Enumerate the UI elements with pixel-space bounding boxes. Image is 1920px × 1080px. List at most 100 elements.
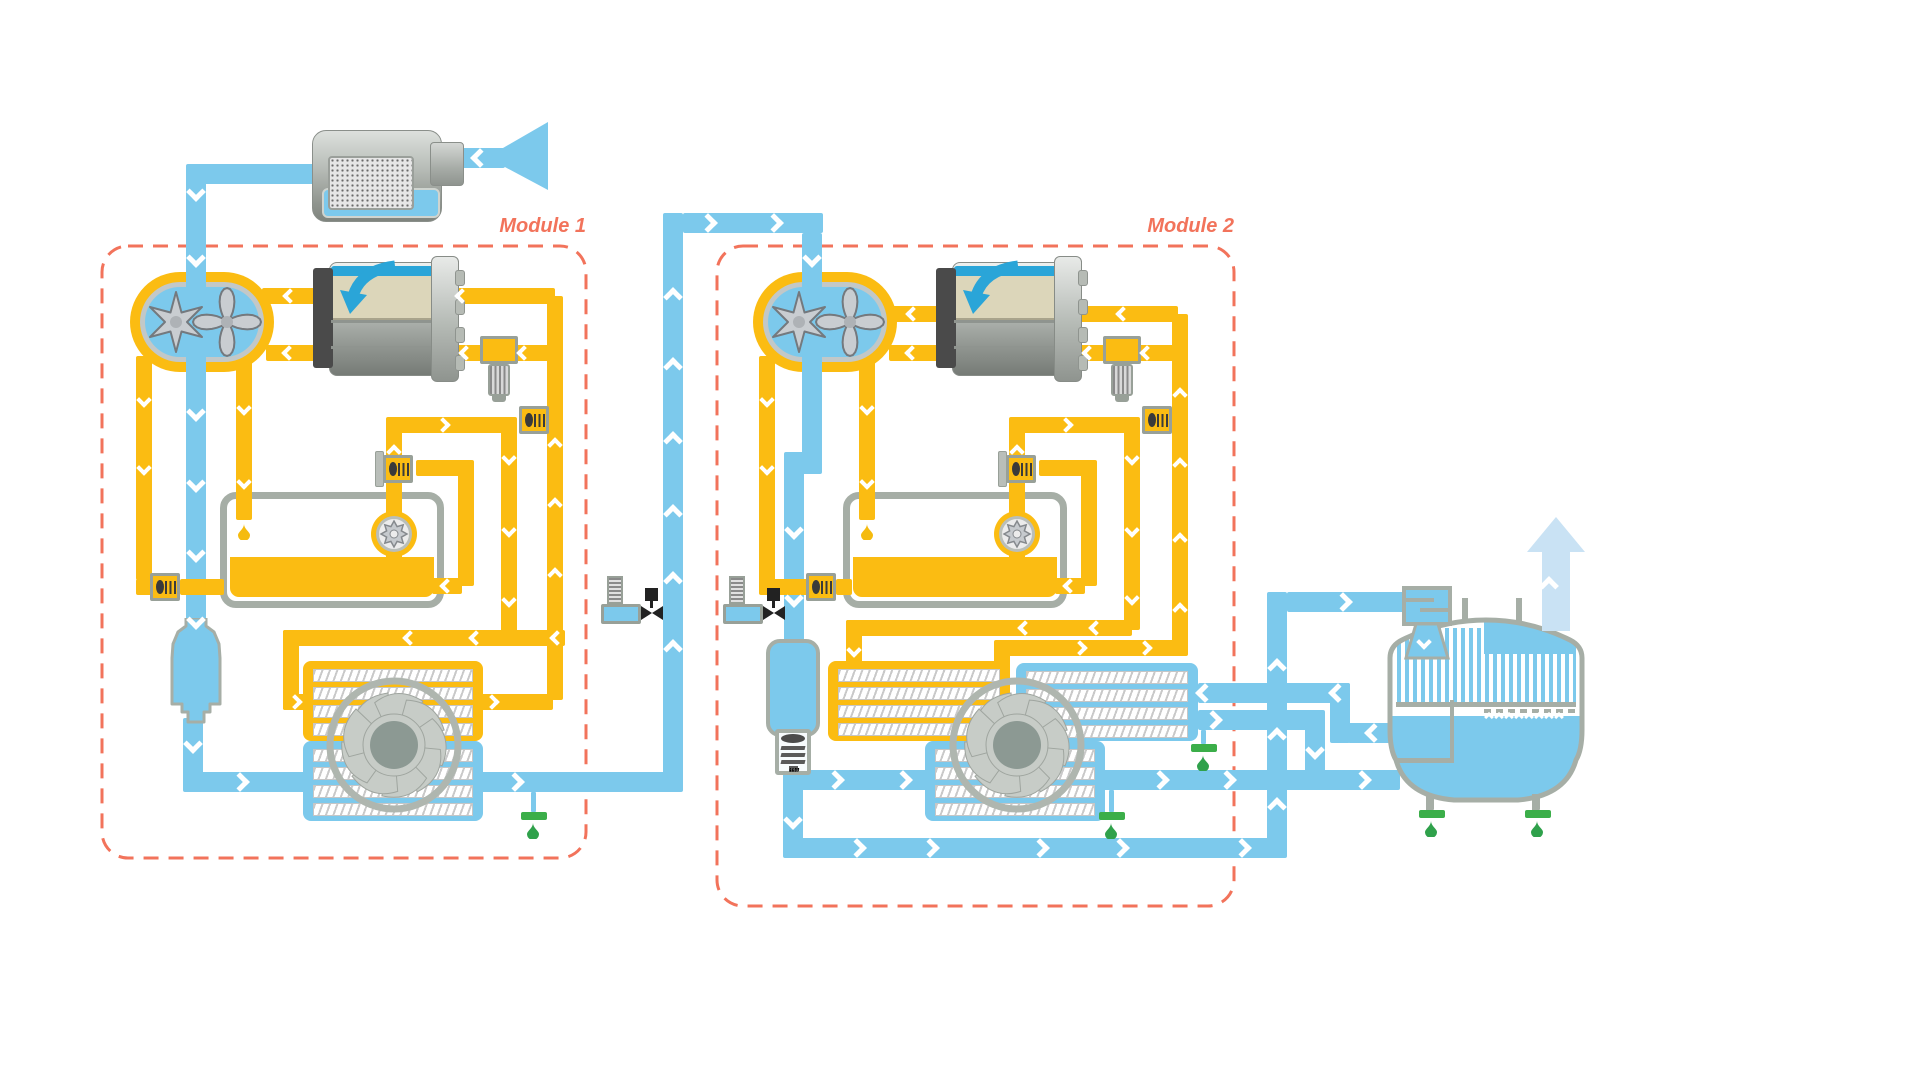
- condensate-drain-2-drop: [1105, 823, 1117, 839]
- oil-pressure-valve-2: [1006, 455, 1036, 483]
- module1-label: Module 1: [499, 215, 586, 237]
- oil-cooler-inlet-2: [846, 620, 862, 670]
- tank-return-1: [432, 578, 462, 594]
- air-pipe: [784, 468, 804, 645]
- bottom-header-pipe: [783, 838, 1275, 858]
- pressure-relief-valve-1: [480, 336, 520, 406]
- tower-outlet-pipe: [1348, 723, 1400, 743]
- air-pipe: [793, 770, 933, 790]
- oil-drain-right-1: [236, 356, 252, 520]
- solenoid-coil-icon: [729, 576, 745, 604]
- oil-thermostat-2: [1142, 406, 1172, 434]
- oil-drip-1: [238, 524, 250, 540]
- oil-level: [230, 557, 434, 597]
- discharge-silencer-1: [168, 618, 224, 730]
- oil-pressure-valve-1: [383, 455, 413, 483]
- intake-funnel: [503, 122, 551, 194]
- oil-filter-1: [150, 573, 180, 601]
- minimum-pressure-valve-2: [775, 729, 811, 775]
- oil-pipe: [889, 345, 943, 361]
- blowoff-valve-1: [601, 574, 667, 626]
- cooling-fan-1: [319, 670, 469, 820]
- oil-bypass-2: [1081, 460, 1097, 586]
- oil-drain-right-2: [859, 356, 875, 520]
- under-tank-pipe-2: [846, 620, 1132, 636]
- interstage-pipe: [683, 213, 823, 233]
- oil-pipe: [1009, 417, 1139, 433]
- electric-motor-1: [313, 256, 465, 382]
- check-valve-vessel-2: [766, 639, 820, 737]
- under-tank-pipe-1: [283, 630, 565, 646]
- oil-pump-2: [993, 510, 1041, 558]
- condensate-drain-1-stub: [531, 792, 536, 812]
- tank-return-2: [1055, 578, 1085, 594]
- cold-water-elbow: [1330, 683, 1350, 743]
- intake-filter-silencer: [306, 126, 466, 226]
- tower-drain-2-stub: [1535, 795, 1540, 810]
- electric-motor-2: [936, 256, 1088, 382]
- water-drain-1-drop: [1197, 755, 1209, 771]
- air-pipe: [198, 164, 314, 184]
- tower-drain-1-stub: [1429, 797, 1434, 810]
- water-distributor: [1402, 586, 1452, 660]
- condensate-drain-1-valve: [521, 812, 547, 820]
- condensate-drain-2-stub: [1109, 790, 1114, 812]
- cooler-water-outlet: [1198, 710, 1325, 730]
- condensate-drain-1-drop: [527, 823, 539, 839]
- tower-drain-1-valve: [1419, 810, 1445, 818]
- oil-pipe: [180, 579, 224, 595]
- exhaust-air-arrow: [1525, 517, 1587, 631]
- valve-tee: [480, 336, 518, 364]
- module2-label: Module 2: [1147, 215, 1234, 237]
- oil-filter-2: [806, 573, 836, 601]
- oil-riser-2: [1172, 314, 1188, 656]
- water-drain-1-stub: [1201, 730, 1206, 744]
- oil-drain-left-2: [759, 356, 775, 582]
- tower-drain-2-drop: [1531, 821, 1543, 837]
- air-pipe: [183, 772, 313, 792]
- rotation-arrow-icon: [963, 260, 1019, 314]
- oil-cooler-outlet-1: [473, 694, 553, 710]
- tower-feed-pipe: [1287, 592, 1407, 612]
- interstage-riser: [663, 213, 683, 792]
- oil-bypass-1: [416, 460, 466, 476]
- cold-water-pipe: [1198, 683, 1350, 703]
- oil-pipe: [501, 417, 517, 645]
- blowoff-valve-2: [723, 574, 789, 626]
- air-pipe: [783, 772, 803, 848]
- valve-spring: [1111, 364, 1133, 396]
- oil-bypass-1: [458, 460, 474, 586]
- oil-pipe: [836, 579, 852, 595]
- valve-tee: [1103, 336, 1141, 364]
- blower-element-1: [128, 268, 276, 376]
- oil-pipe: [1124, 417, 1140, 630]
- oil-pipe: [266, 345, 320, 361]
- oil-pipe: [386, 417, 516, 433]
- rotation-arrow-icon: [340, 260, 396, 314]
- oil-cooler-outlet-2: [1002, 640, 1180, 656]
- valve-icon: [763, 606, 774, 620]
- oil-drain-left-1: [136, 356, 152, 580]
- oil-riser-1: [547, 296, 563, 700]
- oil-pump-1: [370, 510, 418, 558]
- oil-thermostat-1: [519, 406, 549, 434]
- cooling-fan-2: [942, 670, 1092, 820]
- oil-level: [853, 557, 1057, 597]
- oil-bypass-2: [1039, 460, 1089, 476]
- solenoid-coil-icon: [607, 576, 623, 604]
- pressure-relief-valve-2: [1103, 336, 1143, 406]
- oil-pipe: [283, 630, 299, 710]
- water-oil-cooler-2: [1016, 663, 1198, 741]
- valve-icon: [641, 606, 652, 620]
- oil-drip-2: [861, 524, 873, 540]
- tower-drain-2-valve: [1525, 810, 1551, 818]
- oil-pipe: [516, 345, 558, 361]
- tower-drain-1-drop: [1425, 821, 1437, 837]
- air-pipe: [183, 718, 203, 782]
- condensate-drain-2-valve: [1099, 812, 1125, 820]
- air-pipe: [473, 772, 673, 792]
- oil-pipe: [1139, 345, 1181, 361]
- cooler-water-drop: [1305, 718, 1325, 778]
- valve-spring: [488, 364, 510, 396]
